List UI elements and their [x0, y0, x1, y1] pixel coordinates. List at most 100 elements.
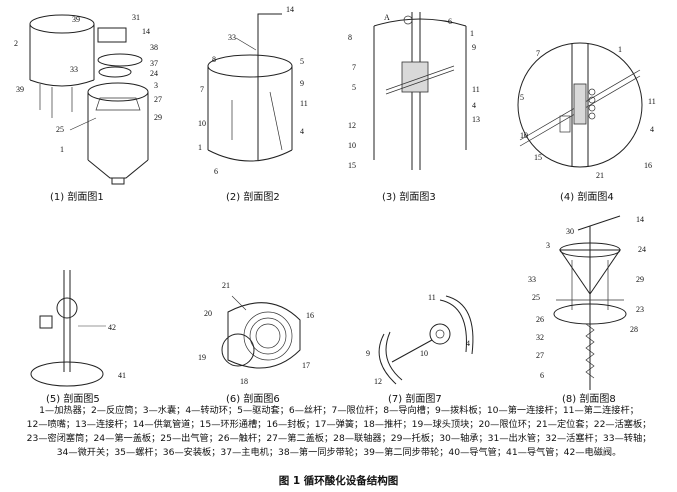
panel-4-caption: (4) 剖面图4 — [560, 190, 614, 203]
panel-7-drawing — [378, 295, 474, 385]
panel-8-caption: (8) 剖面图8 — [562, 392, 616, 405]
label-p2-8: 8 — [212, 55, 216, 64]
label-p2-6: 6 — [214, 167, 218, 176]
label-39b: 39 — [16, 85, 24, 94]
label-p4-21: 21 — [596, 171, 604, 180]
legend-row: 12—喷嘴；13—连接杆；14—供氧管道；15—环形通槽；16—封板；17—弹簧… — [26, 419, 652, 430]
label-p3-15: 15 — [348, 161, 356, 170]
parts-legend: 1—加热器；2—反应筒；3—水囊；4—转动环；5—驱动套；6—丝杆；7—限位杆；… — [6, 404, 672, 460]
label-3: 3 — [154, 81, 158, 90]
label-24: 24 — [150, 69, 158, 78]
label-p7-4: 4 — [466, 339, 470, 348]
label-p3-A: A — [384, 13, 390, 22]
label-p8-28: 28 — [630, 325, 638, 334]
label-33: 33 — [70, 65, 78, 74]
label-p2-14: 14 — [286, 5, 294, 14]
label-1: 1 — [60, 145, 64, 154]
label-p2-10: 10 — [198, 119, 206, 128]
label-p7-9: 9 — [366, 349, 370, 358]
panel-5-drawing — [30, 270, 106, 387]
label-p3-6: 6 — [448, 17, 452, 26]
label-37: 37 — [150, 59, 158, 68]
label-p6-21: 21 — [222, 281, 230, 290]
label-p8-26: 26 — [536, 315, 544, 324]
label-p8-25: 25 — [532, 293, 540, 302]
label-p3-10: 10 — [348, 141, 356, 150]
panel-6-drawing — [221, 295, 301, 369]
panel-6-labels: 21 20 16 19 17 18 (6) 剖面图6 — [198, 281, 314, 405]
label-p3-13: 13 — [472, 115, 480, 124]
panel-2-labels: 14 33 8 5 7 9 11 10 4 1 6 (2) 剖面图2 — [198, 5, 308, 203]
label-p4-5: 5 — [520, 93, 524, 102]
label-29: 29 — [154, 113, 162, 122]
label-p8-27: 27 — [536, 351, 544, 360]
panel-8-labels: 14 30 3 24 33 29 25 23 26 28 32 27 6 (8)… — [528, 215, 646, 405]
label-p8-30: 30 — [566, 227, 574, 236]
label-p6-19: 19 — [198, 353, 206, 362]
label-p8-23: 23 — [636, 305, 644, 314]
label-p3-8: 8 — [348, 33, 352, 42]
panel-4-drawing — [517, 42, 643, 168]
panel-5-caption: (5) 剖面图5 — [46, 392, 100, 405]
panel-2-drawing — [207, 13, 293, 162]
label-p3-12: 12 — [348, 121, 356, 130]
label-p2-7: 7 — [200, 85, 204, 94]
label-p8-14: 14 — [636, 215, 644, 224]
label-p8-3: 3 — [546, 241, 550, 250]
label-38: 38 — [150, 43, 158, 52]
panel-2-caption: (2) 剖面图2 — [226, 190, 280, 203]
label-31: 31 — [132, 13, 140, 22]
label-p4-10: 10 — [520, 131, 528, 140]
panel-3-caption: (3) 剖面图3 — [382, 190, 436, 203]
panel-3-drawing — [373, 12, 467, 170]
legend-row: 34—微开关；35—螺杆；36—安装板；37—主电机；38—第一同步带轮；39—… — [56, 447, 622, 458]
label-p3-4: 4 — [472, 101, 476, 110]
legend-row: 23—密闭塞筒；24—第一盖板；25—出气管；26—触杆；27—第二盖板；28—… — [26, 433, 652, 444]
label-p2-4: 4 — [300, 127, 304, 136]
label-p5-41: 41 — [118, 371, 126, 380]
label-p3-9: 9 — [472, 43, 476, 52]
label-p4-11: 11 — [648, 97, 656, 106]
label-p4-16: 16 — [644, 161, 652, 170]
label-p2-11: 11 — [300, 99, 308, 108]
label-p8-33: 33 — [528, 275, 536, 284]
panel-7-labels: 11 9 10 4 12 (7) 剖面图7 — [366, 293, 470, 405]
label-25: 25 — [56, 125, 64, 134]
label-p3-5: 5 — [352, 83, 356, 92]
panel-1-drawing — [29, 14, 149, 185]
label-p4-4: 4 — [650, 125, 654, 134]
label-p7-12: 12 — [374, 377, 382, 386]
label-p2-5: 5 — [300, 57, 304, 66]
figure-title: 图 1 循环酸化设备结构图 — [278, 475, 399, 487]
label-p7-10: 10 — [420, 349, 428, 358]
panel-6-caption: (6) 剖面图6 — [226, 392, 280, 405]
panel-1-caption: (1) 剖面图1 — [50, 190, 104, 203]
label-2: 2 — [14, 39, 18, 48]
label-p6-18: 18 — [240, 377, 248, 386]
label-p4-7: 7 — [536, 49, 540, 58]
label-p2-1: 1 — [198, 143, 202, 152]
label-p6-16: 16 — [306, 311, 314, 320]
label-p6-20: 20 — [204, 309, 212, 318]
panel-7-caption: (7) 剖面图7 — [388, 392, 442, 405]
label-p6-17: 17 — [302, 361, 310, 370]
panel-8-drawing — [553, 215, 627, 390]
panel-1-labels: 39 31 14 38 2 37 24 33 3 27 39 25 29 1 (… — [14, 13, 162, 203]
label-p3-1: 1 — [470, 29, 474, 38]
label-p8-6: 6 — [540, 371, 544, 380]
panel-3-labels: A 6 8 1 7 9 5 11 4 12 13 10 15 (3) 剖面图3 — [348, 13, 480, 203]
label-p2-33: 33 — [228, 33, 236, 42]
label-p3-7: 7 — [352, 63, 356, 72]
label-p2-9: 9 — [300, 79, 304, 88]
panel-4-labels: 7 1 5 11 10 4 15 16 21 (4) 剖面图4 — [520, 45, 656, 203]
label-27: 27 — [154, 95, 162, 104]
label-39a: 39 — [72, 15, 80, 24]
label-14: 14 — [142, 27, 150, 36]
panel-5-labels: 42 41 (5) 剖面图5 — [46, 323, 126, 405]
label-p3-11: 11 — [472, 85, 480, 94]
label-p4-1: 1 — [618, 45, 622, 54]
legend-row: 1—加热器；2—反应筒；3—水囊；4—转动环；5—驱动套；6—丝杆；7—限位杆；… — [39, 405, 639, 416]
label-p8-24: 24 — [638, 245, 646, 254]
label-p7-11: 11 — [428, 293, 436, 302]
